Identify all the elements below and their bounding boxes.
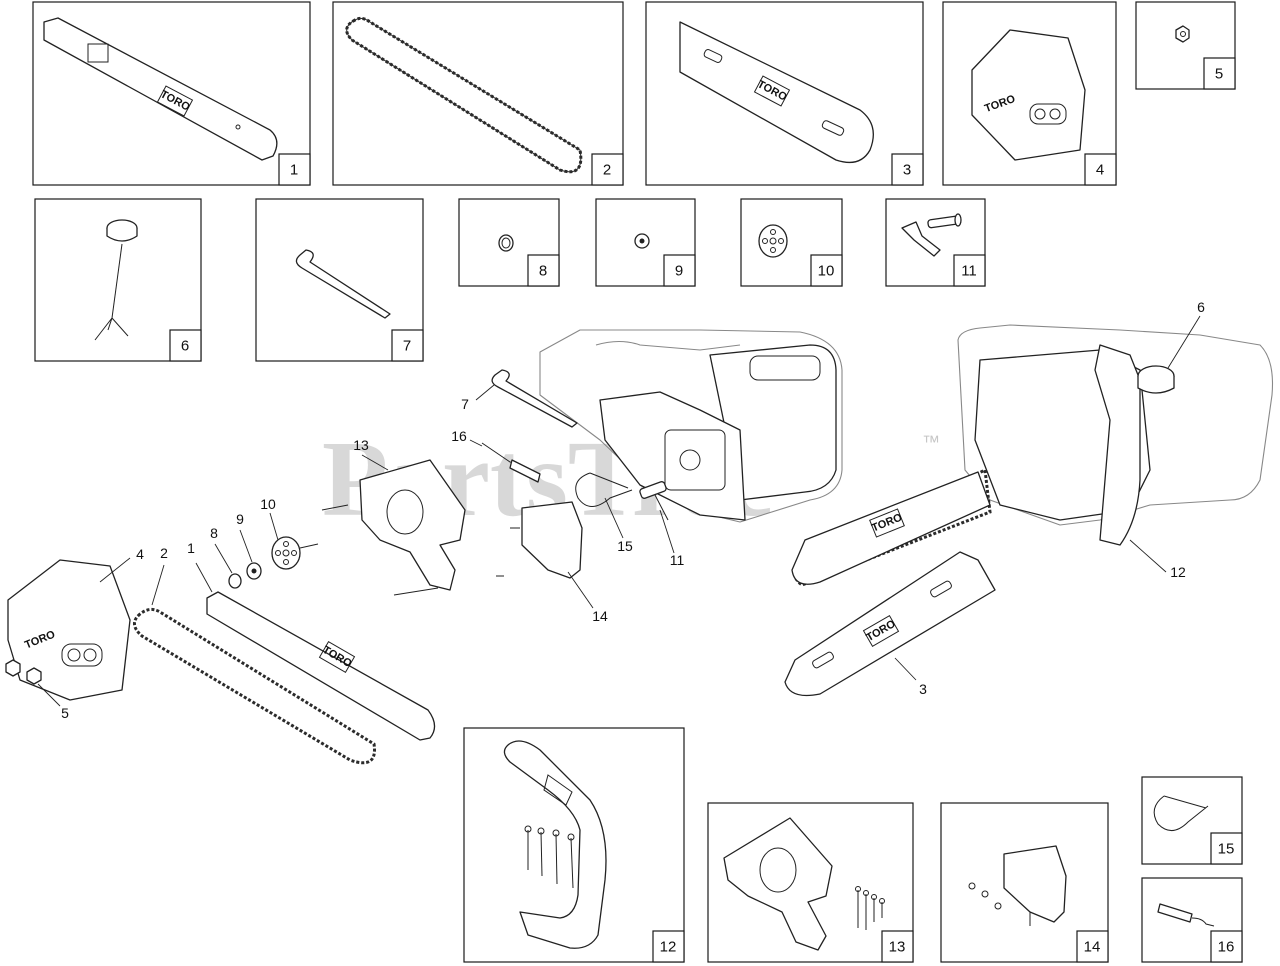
- spring-icon: [1157, 903, 1215, 927]
- spring-clip-icon: [1153, 795, 1209, 831]
- panel-5[interactable]: 5: [1135, 1, 1236, 90]
- nut-icon: [1175, 25, 1190, 43]
- callout-16: 16: [451, 428, 467, 444]
- assembled-view-right: TORO TORO: [784, 315, 1274, 697]
- panel-3[interactable]: TORO 3: [645, 1, 924, 186]
- callout-14: 14: [592, 608, 608, 624]
- cotter-pin-icon: [295, 249, 391, 319]
- panel-6[interactable]: 6: [34, 198, 202, 362]
- callout-4: 4: [136, 546, 144, 562]
- callout-13: 13: [353, 437, 369, 453]
- callout-8: 8: [210, 525, 218, 541]
- callout-5: 5: [61, 705, 69, 721]
- chain-icon: [345, 16, 583, 174]
- panel-1[interactable]: TORO 1: [32, 1, 311, 186]
- panel-13-number: 13: [889, 939, 906, 956]
- scabbard-icon: TORO: [679, 21, 874, 164]
- panel-10-number: 10: [818, 263, 835, 280]
- washer-icon: [634, 233, 650, 249]
- side-cover-icon: TORO: [971, 29, 1086, 161]
- panel-8-number: 8: [539, 263, 547, 280]
- panel-11-number: 11: [961, 263, 977, 280]
- callout-3: 3: [919, 681, 927, 697]
- panel-7[interactable]: 7: [255, 198, 424, 362]
- panel-2-number: 2: [603, 162, 611, 179]
- callout-7: 7: [461, 396, 469, 412]
- panel-16[interactable]: 16: [1141, 877, 1243, 963]
- sprocket-icon: [758, 224, 788, 258]
- callout-10: 10: [260, 496, 276, 512]
- panel-13[interactable]: 13: [707, 802, 914, 963]
- panel-6-number: 6: [181, 338, 189, 355]
- panel-5-number: 5: [1215, 66, 1223, 83]
- panel-2[interactable]: 2: [332, 1, 624, 186]
- callout-6: 6: [1197, 299, 1205, 315]
- panel-4[interactable]: TORO 4: [942, 1, 1117, 186]
- panel-16-number: 16: [1218, 939, 1235, 956]
- panel-15[interactable]: 15: [1141, 776, 1243, 865]
- panel-10[interactable]: 10: [740, 198, 843, 287]
- plate-icon: [723, 817, 885, 951]
- panel-12[interactable]: 12: [463, 727, 685, 963]
- panel-11[interactable]: 11: [885, 198, 986, 287]
- panel-14-number: 14: [1084, 939, 1101, 956]
- exploded-view-left: TORO TORO: [5, 329, 843, 765]
- panel-9[interactable]: 9: [595, 198, 696, 287]
- callout-1: 1: [187, 540, 195, 556]
- front-handle-icon: [503, 740, 607, 949]
- panel-8[interactable]: 8: [458, 198, 560, 287]
- panel-7-number: 7: [403, 338, 411, 355]
- callout-12: 12: [1170, 564, 1186, 580]
- oil-cap-icon: [94, 219, 138, 341]
- tensioner-icon: [901, 213, 962, 257]
- panel-12-number: 12: [660, 939, 677, 956]
- watermark-trademark: ™: [922, 432, 940, 452]
- callout-2: 2: [160, 545, 168, 561]
- panel-14[interactable]: 14: [940, 802, 1109, 963]
- panel-9-number: 9: [675, 263, 683, 280]
- panel-4-number: 4: [1096, 162, 1104, 179]
- panel-1-number: 1: [290, 162, 298, 179]
- ring-icon: [498, 234, 514, 252]
- panel-15-number: 15: [1218, 841, 1235, 858]
- bracket-icon: [968, 845, 1067, 926]
- callout-11: 11: [670, 552, 685, 568]
- panel-3-number: 3: [903, 162, 911, 179]
- callout-15: 15: [617, 538, 633, 554]
- callout-labels: 7 16 13 10 9 8 1 2 4 5 15 11 14 6 12 3: [61, 299, 1205, 721]
- callout-9: 9: [236, 511, 244, 527]
